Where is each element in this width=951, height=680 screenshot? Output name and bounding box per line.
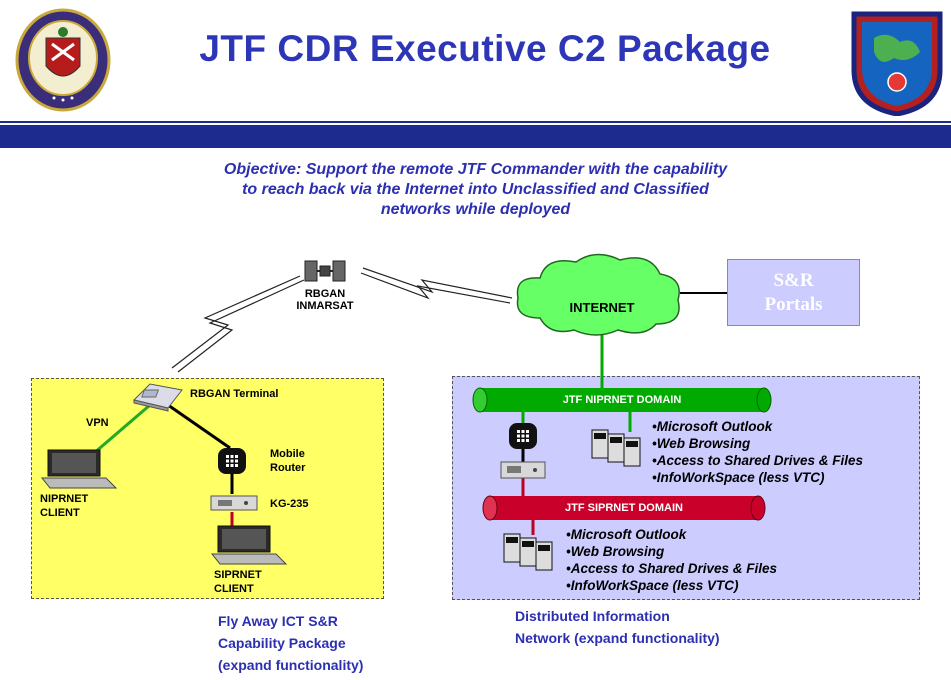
vpn-label: VPN <box>86 417 109 429</box>
kg235-device-icon <box>210 495 258 511</box>
mobile-router-line-2: Router <box>270 462 306 474</box>
niprnet-domain-pipe <box>472 387 772 413</box>
siprnet-domain-pipe <box>482 495 766 521</box>
satellite-label-line-1: RBGAN <box>304 288 346 300</box>
mobile-router-label: Mobile Router <box>270 447 305 475</box>
rbgan-terminal-label: RBGAN Terminal <box>190 388 279 400</box>
right-caption: Distributed Information Network (expand … <box>515 605 720 649</box>
satellite-label-line-2: INMARSAT <box>296 300 354 312</box>
siprnet-client-line-1: SIPRNET <box>214 569 262 581</box>
right-caption-line-2: Network (expand functionality) <box>515 630 720 646</box>
nipr-service-item: •Access to Shared Drives & Files <box>652 453 864 468</box>
left-caption-line-1: Fly Away ICT S&R <box>218 613 338 629</box>
header-bar <box>0 125 951 148</box>
nipr-services-list: •Microsoft Outlook •Web Browsing •Access… <box>652 418 863 486</box>
niprnet-domain-label: JTF NIPRNET DOMAIN <box>562 394 682 406</box>
siprnet-client-label: SIPRNET CLIENT <box>214 568 262 596</box>
nipr-service-item: •Web Browsing <box>652 436 751 451</box>
niprnet-client-line-2: CLIENT <box>40 507 80 519</box>
niprnet-client-line-1: NIPRNET <box>40 493 89 505</box>
siprnet-domain-label: JTF SIPRNET DOMAIN <box>565 502 683 514</box>
sipr-service-item: •Microsoft Outlook <box>566 527 687 542</box>
niprnet-laptop-icon <box>40 449 118 489</box>
internet-label: INTERNET <box>569 300 635 315</box>
nipr-service-item: •InfoWorkSpace (less VTC) <box>652 470 825 485</box>
siprnet-laptop-icon <box>210 525 288 565</box>
sr-portals-box: S&R Portals <box>727 259 860 326</box>
distributed-network-box <box>452 376 920 600</box>
left-caption-line-3: (expand functionality) <box>218 657 364 673</box>
ndu-seal-logo <box>15 8 111 112</box>
nipr-service-item: •Microsoft Outlook <box>652 419 773 434</box>
satellite-label: RBGAN INMARSAT <box>294 288 356 312</box>
objective-line-3: networks while deployed <box>380 201 571 218</box>
header-rule <box>0 121 951 123</box>
siprnet-client-line-2: CLIENT <box>214 583 254 595</box>
portals-line-1: S&R <box>773 269 814 291</box>
domain-router-icon <box>509 423 537 449</box>
rbgan-terminal-icon <box>133 383 183 412</box>
left-caption-line-2: Capability Package <box>218 635 346 651</box>
left-caption: Fly Away ICT S&R Capability Package (exp… <box>218 610 363 676</box>
domain-crypto-device-icon <box>500 461 546 479</box>
kg235-label: KG-235 <box>270 498 309 510</box>
internet-cloud <box>516 253 680 336</box>
sipr-service-item: •InfoWorkSpace (less VTC) <box>566 578 739 593</box>
niprnet-client-label: NIPRNET CLIENT <box>40 492 88 520</box>
satellite-icon <box>304 260 346 282</box>
sipr-service-item: •Web Browsing <box>566 544 665 559</box>
nipr-servers-icon <box>591 429 641 467</box>
portals-line-2: Portals <box>764 293 823 315</box>
sipr-service-item: •Access to Shared Drives & Files <box>566 561 778 576</box>
objective-text: Objective: Support the remote JTF Comman… <box>120 160 831 220</box>
right-caption-line-1: Distributed Information <box>515 608 670 624</box>
mobile-router-icon <box>218 448 246 474</box>
ctnsp-seal-logo <box>851 11 943 116</box>
objective-line-1: Objective: Support the remote JTF Comman… <box>223 161 728 178</box>
sipr-servers-icon <box>503 533 553 571</box>
objective-line-2: to reach back via the Internet into Uncl… <box>242 181 709 198</box>
slide-title: JTF CDR Executive C2 Package <box>199 28 771 69</box>
mobile-router-line-1: Mobile <box>270 448 305 460</box>
sipr-services-list: •Microsoft Outlook •Web Browsing •Access… <box>566 526 777 594</box>
